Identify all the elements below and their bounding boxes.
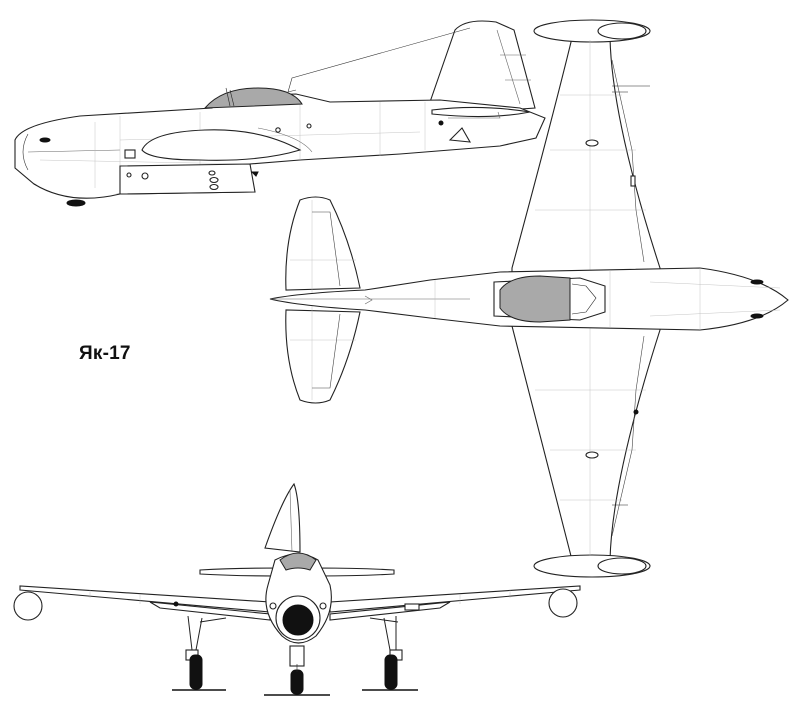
- side-wing: [141, 129, 302, 161]
- front-intake: [282, 604, 314, 636]
- top-canopy: [499, 275, 571, 323]
- front-fin: [264, 482, 301, 553]
- front-main-wheel-right: [384, 654, 398, 690]
- front-tank-left: [13, 591, 43, 621]
- side-canopy: [203, 87, 303, 109]
- front-view: [13, 482, 581, 696]
- front-tank-right: [548, 588, 578, 618]
- front-nose-wheel: [290, 669, 304, 695]
- front-main-wheel-left: [189, 654, 203, 690]
- side-view: [14, 20, 546, 207]
- top-view: [269, 19, 789, 578]
- vertical-fin: [429, 20, 536, 113]
- top-horizontal-tail: [285, 196, 361, 291]
- aircraft-title: Як-17: [79, 343, 131, 364]
- front-wing: [19, 585, 271, 613]
- front-canopy: [279, 552, 317, 571]
